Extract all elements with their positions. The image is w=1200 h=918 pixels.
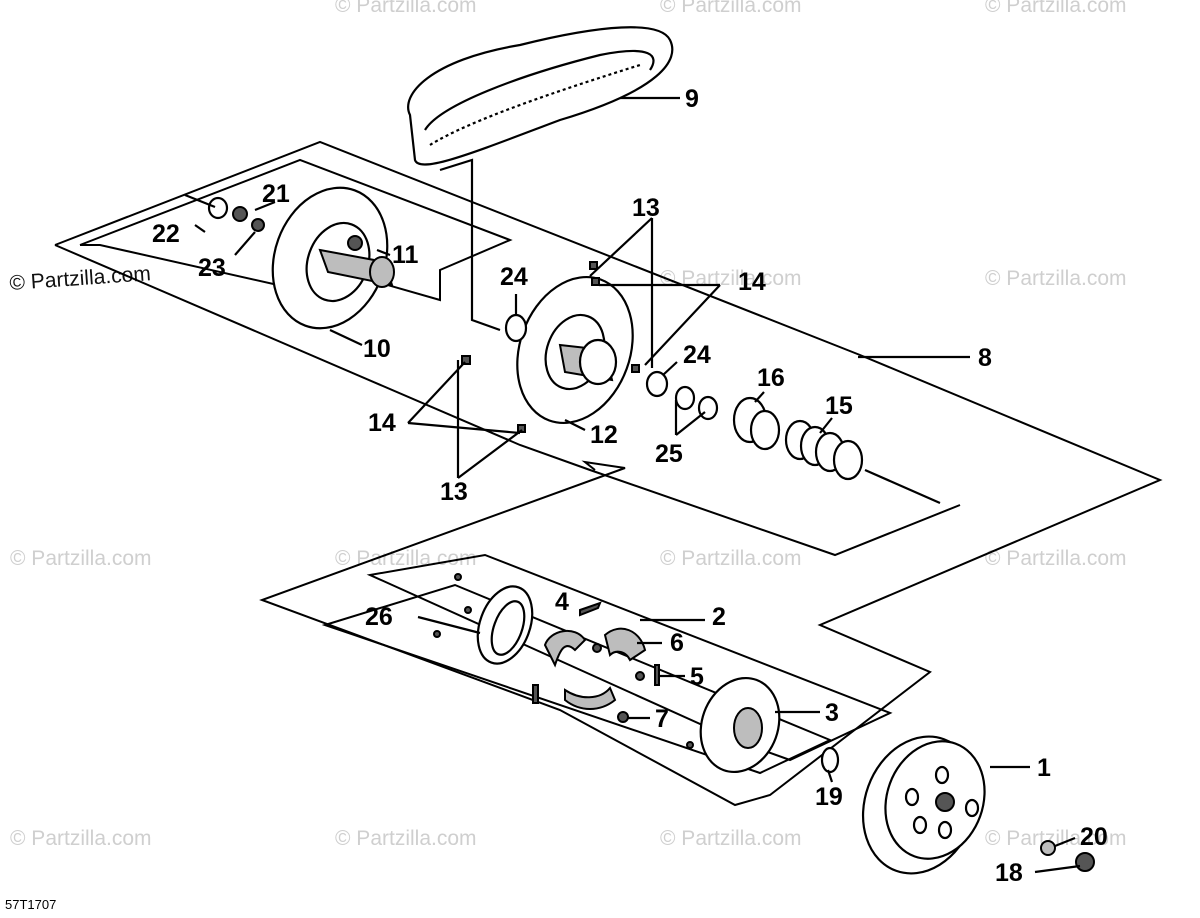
- watermark: © Partzilla.com: [660, 827, 802, 850]
- callout-7: 7: [655, 705, 669, 733]
- callout-11: 11: [392, 241, 419, 269]
- callout-1: 1: [1037, 754, 1051, 782]
- watermark-main: © Partzilla.com: [9, 262, 152, 295]
- callout-24-right: 24: [683, 341, 711, 369]
- callout-13-bottom: 13: [440, 478, 468, 506]
- callout-20: 20: [1080, 823, 1108, 851]
- watermark: © Partzilla.com: [660, 0, 802, 17]
- callout-13-top: 13: [632, 194, 660, 222]
- driven-pulley-box: [79, 158, 513, 302]
- callout-14-left: 14: [368, 409, 396, 437]
- callout-15: 15: [825, 392, 853, 420]
- callout-12: 12: [590, 421, 618, 449]
- watermark: © Partzilla.com: [335, 0, 477, 17]
- clutch-outer-assembly: [820, 735, 1095, 875]
- assembly-8-outline-back: [54, 244, 961, 557]
- watermark: © Partzilla.com: [985, 0, 1127, 17]
- callout-9: 9: [685, 85, 699, 113]
- watermark: © Partzilla.com: [335, 547, 477, 570]
- callout-10: 10: [363, 335, 391, 363]
- clutch-inner-box: [321, 583, 833, 775]
- watermarks: © Partzilla.com © Partzilla.com © Partzi…: [9, 0, 1127, 850]
- group-outlines: [54, 140, 1163, 807]
- clutch-assembly: [433, 573, 781, 774]
- clutch-box: [366, 553, 893, 762]
- callout-24-left: 24: [500, 263, 528, 291]
- callout-16: 16: [757, 364, 785, 392]
- fixed-driven-face-assembly: [461, 261, 941, 505]
- callout-25: 25: [655, 440, 683, 468]
- callout-4: 4: [555, 588, 569, 616]
- callout-labels: 9 8 21 22 23 11 10 13 14 24 24 16 15 14 …: [152, 85, 1108, 887]
- drive-belt: [407, 26, 674, 332]
- callout-21: 21: [262, 180, 290, 208]
- callout-8: 8: [978, 344, 992, 372]
- watermark: © Partzilla.com: [985, 547, 1127, 570]
- callout-26: 26: [365, 603, 393, 631]
- callout-23: 23: [198, 254, 226, 282]
- watermark: © Partzilla.com: [985, 267, 1127, 290]
- watermark: © Partzilla.com: [10, 827, 152, 850]
- diagram-code: 57T1707: [5, 897, 56, 912]
- callout-14-right: 14: [738, 268, 766, 296]
- callout-19: 19: [815, 783, 843, 811]
- watermark: © Partzilla.com: [985, 827, 1127, 850]
- callout-22: 22: [152, 220, 180, 248]
- leader-lines: [194, 96, 1081, 874]
- watermark: © Partzilla.com: [660, 267, 802, 290]
- callout-3: 3: [825, 699, 839, 727]
- callout-5: 5: [690, 663, 704, 691]
- watermark: © Partzilla.com: [335, 827, 477, 850]
- assembly-8-outline: [54, 140, 1163, 807]
- driven-face-assembly: [184, 186, 395, 330]
- callout-6: 6: [670, 629, 684, 657]
- callout-2: 2: [712, 603, 726, 631]
- watermark: © Partzilla.com: [660, 547, 802, 570]
- callout-18: 18: [995, 859, 1023, 887]
- watermark: © Partzilla.com: [10, 547, 152, 570]
